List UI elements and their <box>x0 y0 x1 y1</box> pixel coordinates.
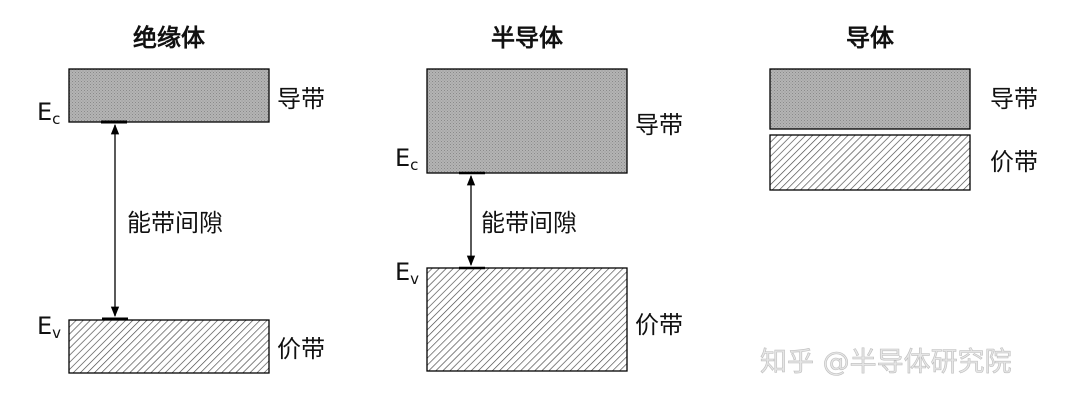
valence-label: 价带 <box>277 335 325 363</box>
valence-label: 价带 <box>990 148 1038 176</box>
ev-symbol: Ev <box>395 258 419 288</box>
valence-band <box>426 267 628 372</box>
conduction-band <box>426 68 628 174</box>
insulator-panel: 绝缘体 导带 价带 能带间隙 Ec Ev <box>37 24 325 374</box>
conductor-title: 导体 <box>846 24 895 52</box>
valence-label: 价带 <box>635 311 683 339</box>
conduction-label: 导带 <box>990 85 1038 113</box>
ec-symbol: Ec <box>395 144 418 174</box>
watermark: 知乎 @半导体研究院 <box>760 347 1012 378</box>
conduction-label: 导带 <box>635 111 683 139</box>
conductor-panel: 导体 导带 价带 <box>769 24 1038 191</box>
band-gap-label: 能带间隙 <box>481 209 577 237</box>
ec-symbol: Ec <box>37 98 60 128</box>
valence-band <box>68 319 270 374</box>
insulator-title: 绝缘体 <box>133 24 206 52</box>
conduction-band <box>769 68 971 130</box>
conduction-band <box>68 68 270 123</box>
ev-symbol: Ev <box>37 312 61 342</box>
valence-band <box>769 134 971 191</box>
band-gap-label: 能带间隙 <box>127 209 223 237</box>
conduction-label: 导带 <box>277 85 325 113</box>
semiconductor-panel: 半导体 导带 价带 能带间隙 Ec Ev <box>395 24 683 372</box>
semiconductor-title: 半导体 <box>491 24 564 52</box>
